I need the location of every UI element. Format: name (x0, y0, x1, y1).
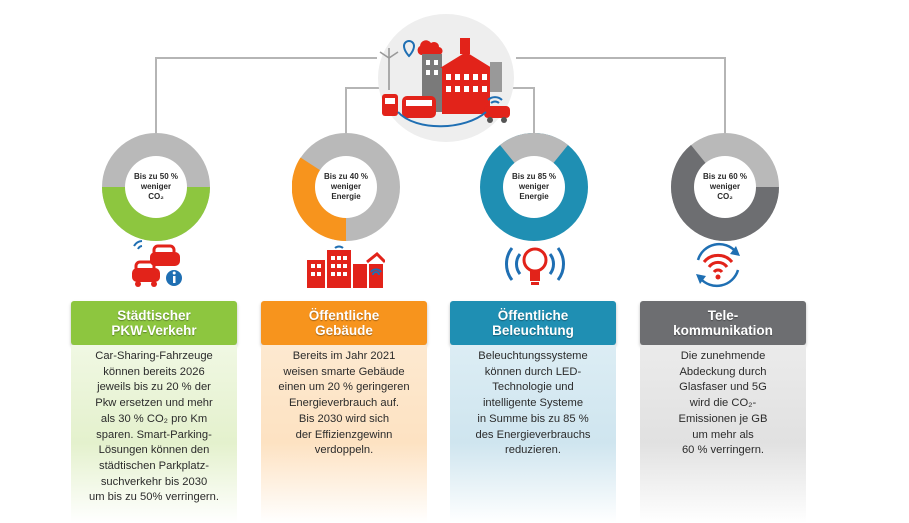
gauge-line-3: Energie (331, 192, 361, 201)
smart-lightbulb-icon (500, 238, 570, 292)
body-pkw-text: Car-Sharing-Fahrzeuge können bereits 202… (89, 350, 219, 504)
gauge-line-1: Bis zu 40 % (323, 172, 368, 181)
wifi-icon (487, 96, 503, 104)
gauge-pkw: Bis zu 50 % weniger CO₂ (102, 133, 210, 241)
smart-city-hub (376, 12, 516, 144)
bus-icon (382, 94, 398, 116)
gauge-line-2: weniger (709, 182, 741, 191)
wifi-sync-icon (690, 240, 746, 290)
gauge-beleuchtung: Bis zu 85 % weniger Energie (480, 133, 588, 241)
gauge-tele: Bis zu 60 % weniger CO₂ (671, 133, 779, 241)
body-gebaeude: Bereits im Jahr 2021 weisen smarte Gebäu… (261, 345, 427, 523)
gauge-line-1: Bis zu 60 % (702, 172, 747, 181)
location-pin-icon (402, 40, 416, 58)
body-tele: Die zunehmende Abdeckung durch Glasfaser… (640, 345, 806, 523)
body-beleuchtung: Beleuchtungssysteme können durch LED- Te… (450, 345, 616, 523)
body-tele-text: Die zunehmende Abdeckung durch Glasfaser… (678, 350, 768, 457)
header-gebaeude: Öffentliche Gebäude (261, 301, 427, 345)
car-icon (484, 106, 510, 123)
header-beleuchtung-title: Öffentliche Beleuchtung (492, 308, 574, 338)
body-beleuchtung-text: Beleuchtungssysteme können durch LED- Te… (475, 350, 591, 457)
cars-sharing-icon (130, 240, 186, 290)
header-pkw-title: Städtischer PKW-Verkehr (111, 308, 197, 338)
gauge-line-3: CO₂ (148, 192, 164, 201)
smart-buildings-icon (305, 242, 385, 290)
gauge-line-1: Bis zu 50 % (133, 172, 178, 181)
cloud-icon (417, 40, 443, 56)
body-pkw: Car-Sharing-Fahrzeuge können bereits 202… (71, 345, 237, 523)
train-icon (402, 96, 436, 118)
gauge-line-3: Energie (519, 192, 549, 201)
gauge-line-2: weniger (518, 182, 550, 191)
body-gebaeude-text: Bereits im Jahr 2021 weisen smarte Gebäu… (278, 350, 410, 457)
header-gebaeude-title: Öffentliche Gebäude (308, 308, 380, 338)
gauge-line-2: weniger (140, 182, 172, 191)
gauge-line-1: Bis zu 85 % (511, 172, 556, 181)
gauge-line-3: CO₂ (717, 192, 733, 201)
header-beleuchtung: Öffentliche Beleuchtung (450, 301, 616, 345)
gauge-line-2: weniger (330, 182, 362, 191)
gauge-gebaeude: Bis zu 40 % weniger Energie (292, 133, 400, 241)
header-tele: Tele- kommunikation (640, 301, 806, 345)
header-pkw: Städtischer PKW-Verkehr (71, 301, 237, 345)
wind-turbine-icon (379, 48, 399, 90)
header-tele-title: Tele- kommunikation (673, 308, 773, 338)
